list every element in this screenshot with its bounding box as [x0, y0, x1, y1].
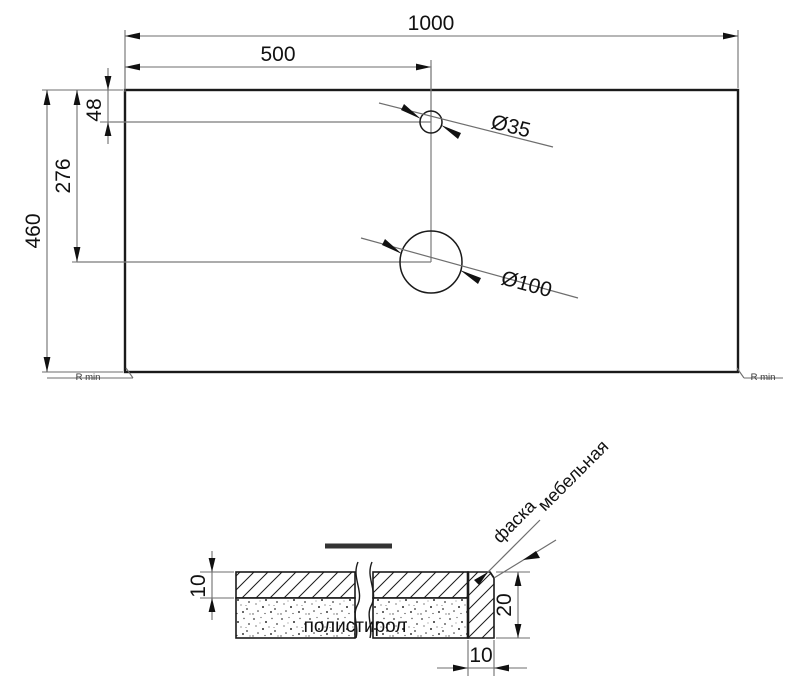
right-polystyrene-layer	[373, 598, 468, 638]
sink-hole-circle	[399, 230, 463, 294]
dimension-total-edge-height: 20	[493, 571, 530, 639]
dim-label-overall-width: 1000	[408, 12, 455, 35]
corner-note-left: R min	[47, 367, 134, 383]
faucet-hole-circle	[419, 110, 443, 134]
left-solid-layer	[236, 572, 355, 598]
top-view-group: 1000 500 460 276	[22, 12, 783, 383]
corner-note-right-label: R min	[751, 372, 776, 383]
dim-label-large-hole-y: 276	[52, 158, 75, 193]
section-left-block	[235, 571, 356, 639]
section-break-lines	[354, 561, 375, 639]
dim-label-overall-height: 460	[22, 213, 45, 248]
right-solid-layer	[373, 572, 468, 598]
edge-band-hatch	[468, 572, 494, 638]
section-view-group: 10 20 10 полистирол	[187, 436, 612, 676]
dimension-overall-width: 1000	[124, 12, 739, 88]
material-label-polystyrene: полистирол	[304, 616, 407, 637]
hole-center-lines	[77, 66, 432, 263]
dim-label-small-hole-y: 48	[83, 98, 106, 121]
section-right-block	[372, 571, 495, 639]
corner-note-right: R min	[736, 367, 783, 383]
sink-hole-group: Ø100	[360, 230, 579, 303]
dimension-hole-center-x: 500	[124, 43, 432, 120]
corner-note-left-label: R min	[76, 372, 101, 383]
dimension-small-hole-y: 48	[83, 68, 420, 144]
chamfer-note-group: мебельная фаска	[474, 436, 612, 585]
dim-label-hole-center-x: 500	[260, 43, 295, 66]
faucet-hole-label: Ø35	[489, 111, 533, 143]
left-polystyrene-layer	[236, 598, 355, 638]
dimension-top-layer-thickness: 10	[187, 551, 234, 620]
faucet-hole-group: Ø35	[378, 102, 554, 148]
dimension-edge-band-width: 10	[437, 640, 527, 676]
dim-label-edge-band-width: 10	[469, 644, 492, 667]
sink-hole-label: Ø100	[499, 267, 555, 303]
chamfer-facet	[489, 571, 495, 579]
dim-label-top-layer-thickness: 10	[187, 574, 210, 597]
chamfer-note-line1: мебельная	[534, 436, 613, 515]
chamfer-note-line2: фаска	[489, 495, 541, 547]
dim-label-total-edge-height: 20	[493, 593, 516, 616]
